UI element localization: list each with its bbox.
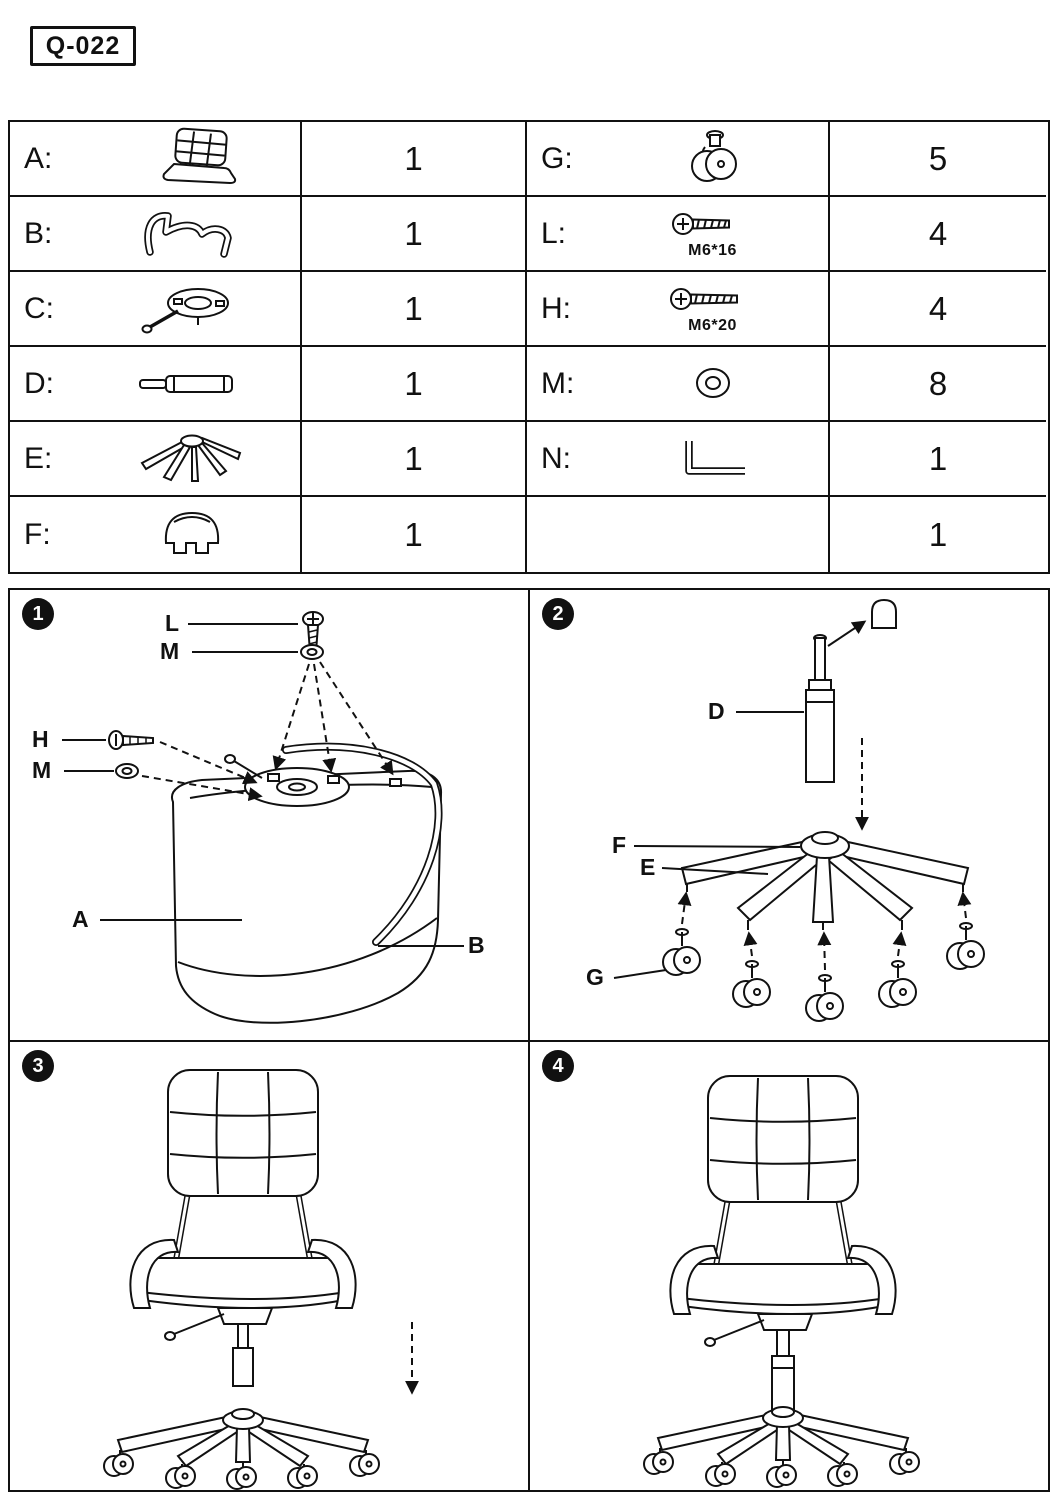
qty-cell-b: 1 bbox=[302, 197, 527, 272]
part-label-a: A: bbox=[24, 141, 53, 175]
qty-cell-e: 1 bbox=[302, 422, 527, 497]
part-qty-d: 1 bbox=[404, 364, 423, 402]
parts-table: A: 1 G: bbox=[8, 120, 1050, 574]
screw-m6x20-icon: M6*20 bbox=[597, 282, 828, 335]
part-qty-l: 4 bbox=[928, 214, 948, 252]
callout-label-F: F bbox=[612, 832, 628, 858]
callout-label-E: E bbox=[640, 854, 657, 880]
part-qty-g: 5 bbox=[928, 139, 948, 177]
assembly-steps: 1 L M H M A B bbox=[8, 588, 1050, 1492]
part-label-b: B: bbox=[24, 216, 53, 250]
callout-label-B: B bbox=[468, 932, 486, 958]
part-cell-g: G: bbox=[527, 122, 830, 197]
part-label-m: M: bbox=[541, 366, 575, 400]
part-qty-f: 1 bbox=[404, 515, 423, 553]
washer-icon bbox=[597, 352, 828, 416]
part-qty-blank: 1 bbox=[928, 515, 948, 553]
qty-cell-c: 1 bbox=[302, 272, 527, 347]
screw-m6x16-icon: M6*16 bbox=[597, 207, 828, 260]
step-2-panel: 2 D F E G bbox=[530, 590, 1048, 1040]
part-cell-d: D: bbox=[10, 347, 302, 422]
qty-cell-m: 8 bbox=[830, 347, 1046, 422]
callout-label-A: A bbox=[72, 906, 90, 932]
part-label-d: D: bbox=[24, 366, 54, 400]
step-number: 1 bbox=[32, 602, 44, 625]
step-3-diagram bbox=[103, 1069, 419, 1490]
step-1-badge: 1 bbox=[22, 598, 54, 630]
armrest-bracket-icon bbox=[80, 202, 300, 266]
callout-label-G: G bbox=[586, 964, 605, 990]
qty-cell-a: 1 bbox=[302, 122, 527, 197]
caster-wheel-icon bbox=[597, 127, 828, 191]
part-label-n: N: bbox=[541, 441, 571, 475]
step-4-panel: 4 bbox=[530, 1042, 1048, 1490]
qty-cell-g: 5 bbox=[830, 122, 1046, 197]
step-2-badge: 2 bbox=[542, 598, 574, 630]
step-3-badge: 3 bbox=[22, 1050, 54, 1082]
seat-mechanism-icon bbox=[80, 277, 300, 341]
five-star-base-icon bbox=[80, 427, 300, 491]
callout-label-D: D bbox=[708, 698, 726, 724]
qty-cell-h: 4 bbox=[830, 272, 1046, 347]
part-cell-h: H: M6*20 bbox=[527, 272, 830, 347]
part-cell-e: E: bbox=[10, 422, 302, 497]
qty-cell-n: 1 bbox=[830, 422, 1046, 497]
gas-lift-icon bbox=[80, 352, 300, 416]
model-number-box: Q-022 bbox=[30, 26, 136, 66]
step-number: 3 bbox=[32, 1054, 44, 1077]
callout-label-H: H bbox=[32, 726, 50, 752]
part-qty-m: 8 bbox=[928, 364, 948, 402]
part-qty-a: 1 bbox=[404, 139, 423, 177]
callout-label-M-top: M bbox=[160, 638, 181, 664]
step-number: 4 bbox=[552, 1054, 564, 1077]
model-number: Q-022 bbox=[45, 31, 121, 60]
screw-size-label: M6*20 bbox=[688, 317, 737, 334]
part-cell-blank bbox=[527, 497, 830, 572]
qty-cell-l: 4 bbox=[830, 197, 1046, 272]
allen-key-icon bbox=[597, 427, 828, 491]
callout-label-L: L bbox=[165, 610, 181, 636]
seat-back-icon bbox=[80, 127, 300, 191]
step-4-diagram bbox=[643, 1075, 920, 1488]
part-cell-f: F: bbox=[10, 497, 302, 572]
part-qty-b: 1 bbox=[404, 214, 423, 252]
part-label-c: C: bbox=[24, 291, 54, 325]
part-label-e: E: bbox=[24, 441, 53, 475]
part-cell-a: A: bbox=[10, 122, 302, 197]
qty-cell-d: 1 bbox=[302, 347, 527, 422]
screw-size-label: M6*16 bbox=[688, 242, 737, 259]
step-2-diagram bbox=[613, 598, 985, 1022]
telescopic-cover-icon bbox=[80, 503, 300, 567]
panel-divider-horizontal bbox=[10, 1040, 1048, 1042]
step-4-badge: 4 bbox=[542, 1050, 574, 1082]
callout-label-M-left: M bbox=[32, 757, 53, 783]
part-label-f: F: bbox=[24, 517, 51, 551]
part-cell-l: L: M6*16 bbox=[527, 197, 830, 272]
part-qty-c: 1 bbox=[404, 289, 423, 327]
step-number: 2 bbox=[552, 602, 564, 625]
part-qty-h: 4 bbox=[928, 289, 948, 327]
part-cell-b: B: bbox=[10, 197, 302, 272]
part-label-g: G: bbox=[541, 141, 573, 175]
part-cell-c: C: bbox=[10, 272, 302, 347]
qty-cell-f: 1 bbox=[302, 497, 527, 572]
part-label-h: H: bbox=[541, 291, 571, 325]
part-qty-e: 1 bbox=[404, 439, 423, 477]
step-1-diagram bbox=[62, 611, 464, 1024]
part-label-l: L: bbox=[541, 216, 567, 250]
part-cell-n: N: bbox=[527, 422, 830, 497]
step-1-panel: 1 L M H M A B bbox=[10, 590, 528, 1040]
part-qty-n: 1 bbox=[928, 439, 948, 477]
part-cell-m: M: bbox=[527, 347, 830, 422]
step-3-panel: 3 bbox=[10, 1042, 528, 1490]
qty-cell-blank: 1 bbox=[830, 497, 1046, 572]
